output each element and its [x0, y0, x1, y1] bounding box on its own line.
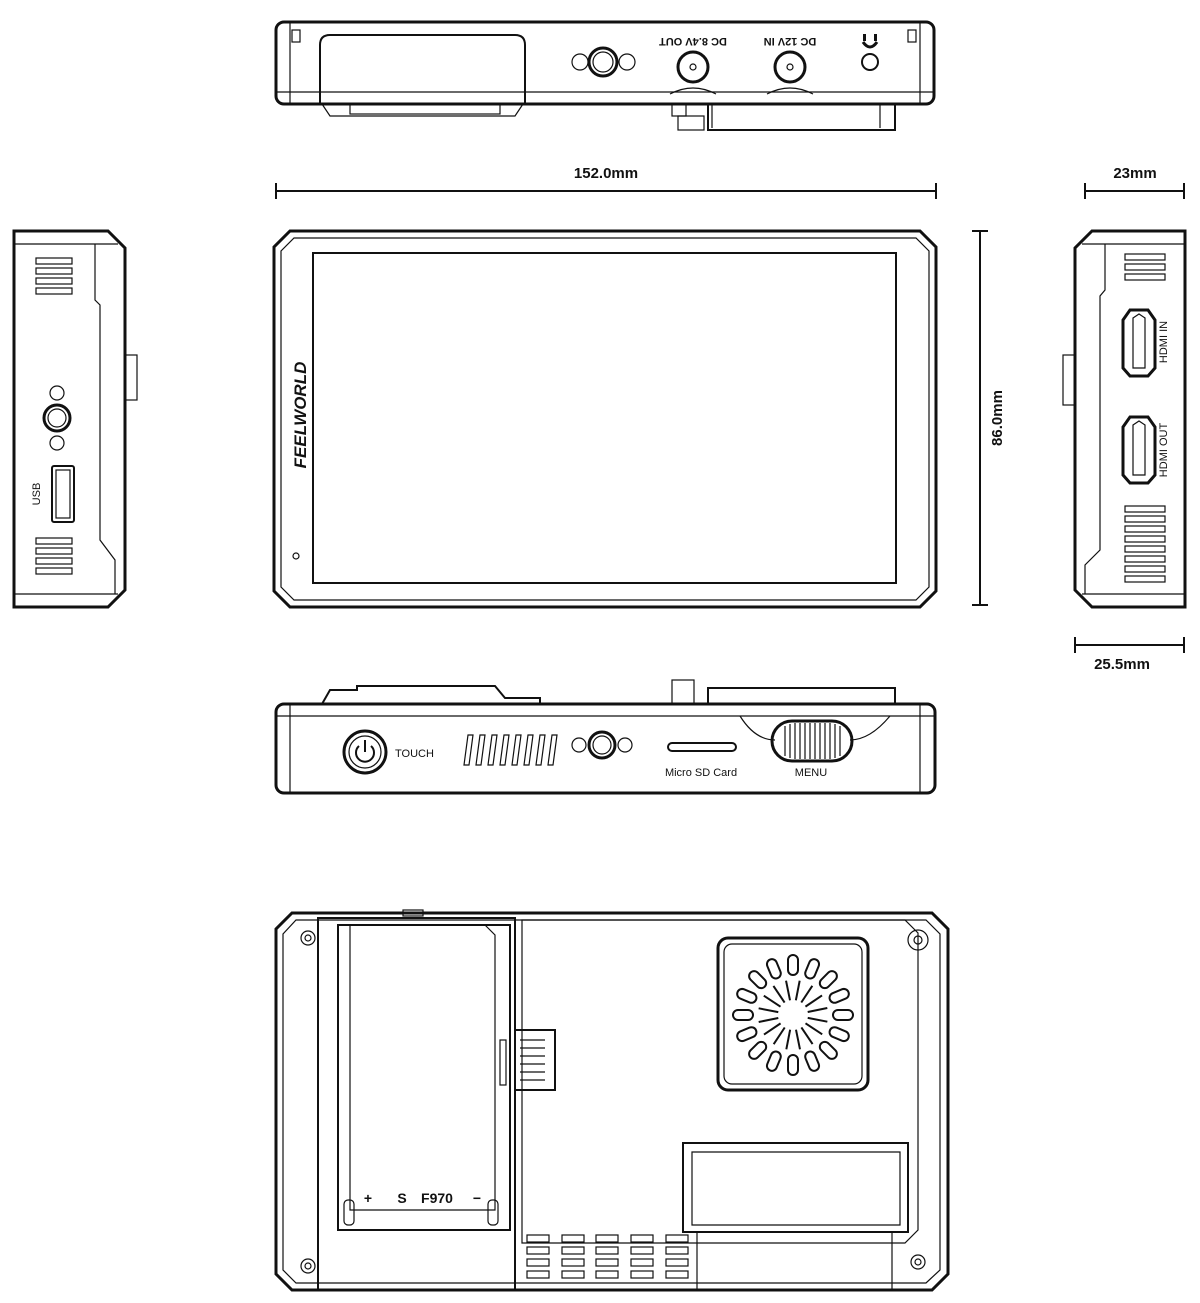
headphone-jack[interactable] — [861, 53, 879, 71]
release-latch[interactable] — [514, 1029, 556, 1091]
vent-slot — [665, 1246, 689, 1255]
fan-rib — [758, 1007, 779, 1014]
vent-slot — [526, 1258, 550, 1267]
fan-slot — [787, 1054, 799, 1076]
fan-rib — [785, 980, 791, 1001]
depth-max-dimension: 25.5mm — [1074, 637, 1185, 673]
depth-label: 23mm — [1113, 165, 1156, 182]
vent-slot — [630, 1258, 654, 1267]
fan-rib — [795, 1029, 801, 1050]
micro-sd-slot[interactable] — [667, 742, 737, 752]
battery-minus: − — [473, 1190, 481, 1206]
vent-slots — [463, 734, 558, 766]
back-view: + S F970 − — [274, 909, 950, 1292]
headphone-icon — [861, 34, 879, 49]
battery-model: F970 — [421, 1190, 453, 1206]
feelworld-logo: FEELWORLD — [291, 362, 310, 469]
fan-rib — [807, 1007, 828, 1013]
vent-slot — [630, 1246, 654, 1255]
fan-slot — [804, 1050, 821, 1072]
screen[interactable] — [312, 252, 897, 584]
fan-rib — [800, 985, 814, 1004]
bottom-view: TOUCH Micro SD Card MENU — [274, 679, 937, 795]
power-button[interactable] — [342, 729, 388, 775]
width-dimension: 152.0mm — [275, 165, 937, 199]
dc-out-label: DC 8.4V OUT — [659, 35, 727, 47]
fan-slot — [748, 970, 768, 990]
dc-in-port[interactable] — [766, 50, 814, 95]
fan-slot — [765, 958, 782, 980]
vent-slot — [526, 1270, 550, 1279]
battery-s: S — [397, 1190, 406, 1206]
fan-slot — [732, 1009, 754, 1021]
fan-rib — [804, 1022, 823, 1036]
hdmi-in-port[interactable] — [1121, 308, 1157, 378]
screw-mount — [571, 46, 636, 78]
fan-slot — [787, 954, 799, 976]
vent-slot — [561, 1270, 585, 1279]
vent-slot — [665, 1234, 689, 1243]
fan-rib — [763, 994, 782, 1008]
vent-slot — [526, 1246, 550, 1255]
hdmi-out-port[interactable] — [1121, 415, 1157, 485]
rear-vents — [526, 1234, 689, 1279]
vent-slot — [630, 1234, 654, 1243]
touch-label: TOUCH — [395, 748, 434, 760]
width-label: 152.0mm — [574, 165, 638, 182]
fan-slot — [765, 1050, 782, 1072]
height-label: 86.0mm — [989, 390, 1006, 446]
vent-slot — [665, 1258, 689, 1267]
vent-slot — [561, 1234, 585, 1243]
fan-slot — [828, 1026, 850, 1043]
fan-rib — [772, 985, 786, 1004]
vent-slot — [595, 1270, 619, 1279]
vent-slot — [561, 1258, 585, 1267]
depth-dimension: 23mm — [1084, 165, 1185, 199]
fan-slot — [748, 1040, 768, 1060]
menu-label: MENU — [795, 767, 827, 779]
front-view: FEELWORLD — [272, 229, 938, 609]
fan-slot — [828, 987, 850, 1004]
fan-rib — [800, 1026, 814, 1045]
fan-rib — [785, 1029, 792, 1050]
top-view: DC 8.4V OUT DC 12V IN — [274, 20, 936, 131]
fan-slot — [818, 1040, 838, 1060]
vent-slot — [630, 1270, 654, 1279]
fan-slot — [832, 1009, 854, 1021]
vent-slot — [595, 1234, 619, 1243]
depth-max-label: 25.5mm — [1094, 656, 1150, 673]
height-dimension: 86.0mm — [972, 230, 1006, 606]
fan-slot — [736, 987, 758, 1004]
hdmi-out-label: HDMI OUT — [1158, 423, 1170, 478]
fan-rib — [758, 1017, 779, 1023]
vent-slot — [561, 1246, 585, 1255]
vent-slot — [595, 1258, 619, 1267]
fan-rib — [804, 994, 823, 1008]
fan-slot — [804, 958, 821, 980]
vent-slot — [595, 1246, 619, 1255]
fan-rib — [807, 1016, 828, 1023]
fan-slot — [736, 1026, 758, 1043]
usb-port[interactable] — [51, 465, 75, 523]
fan-rib — [794, 980, 801, 1001]
vent-slot — [665, 1270, 689, 1279]
hdmi-in-label: HDMI IN — [1158, 321, 1170, 363]
right-side-view: HDMI IN HDMI OUT — [1062, 229, 1187, 609]
fan-rib — [772, 1026, 786, 1045]
dc-in-label: DC 12V IN — [764, 35, 817, 47]
fan-grille — [716, 936, 870, 1092]
battery-plate — [317, 909, 516, 1291]
dc-out-port[interactable] — [669, 50, 717, 95]
battery-plus: + — [364, 1190, 372, 1206]
micro-sd-label: Micro SD Card — [665, 767, 737, 779]
usb-label: USB — [31, 483, 43, 506]
vent-slot — [526, 1234, 550, 1243]
left-side-view: USB — [12, 229, 138, 609]
fan-slot — [818, 970, 838, 990]
fan-rib — [763, 1022, 782, 1036]
menu-wheel[interactable] — [770, 719, 854, 763]
